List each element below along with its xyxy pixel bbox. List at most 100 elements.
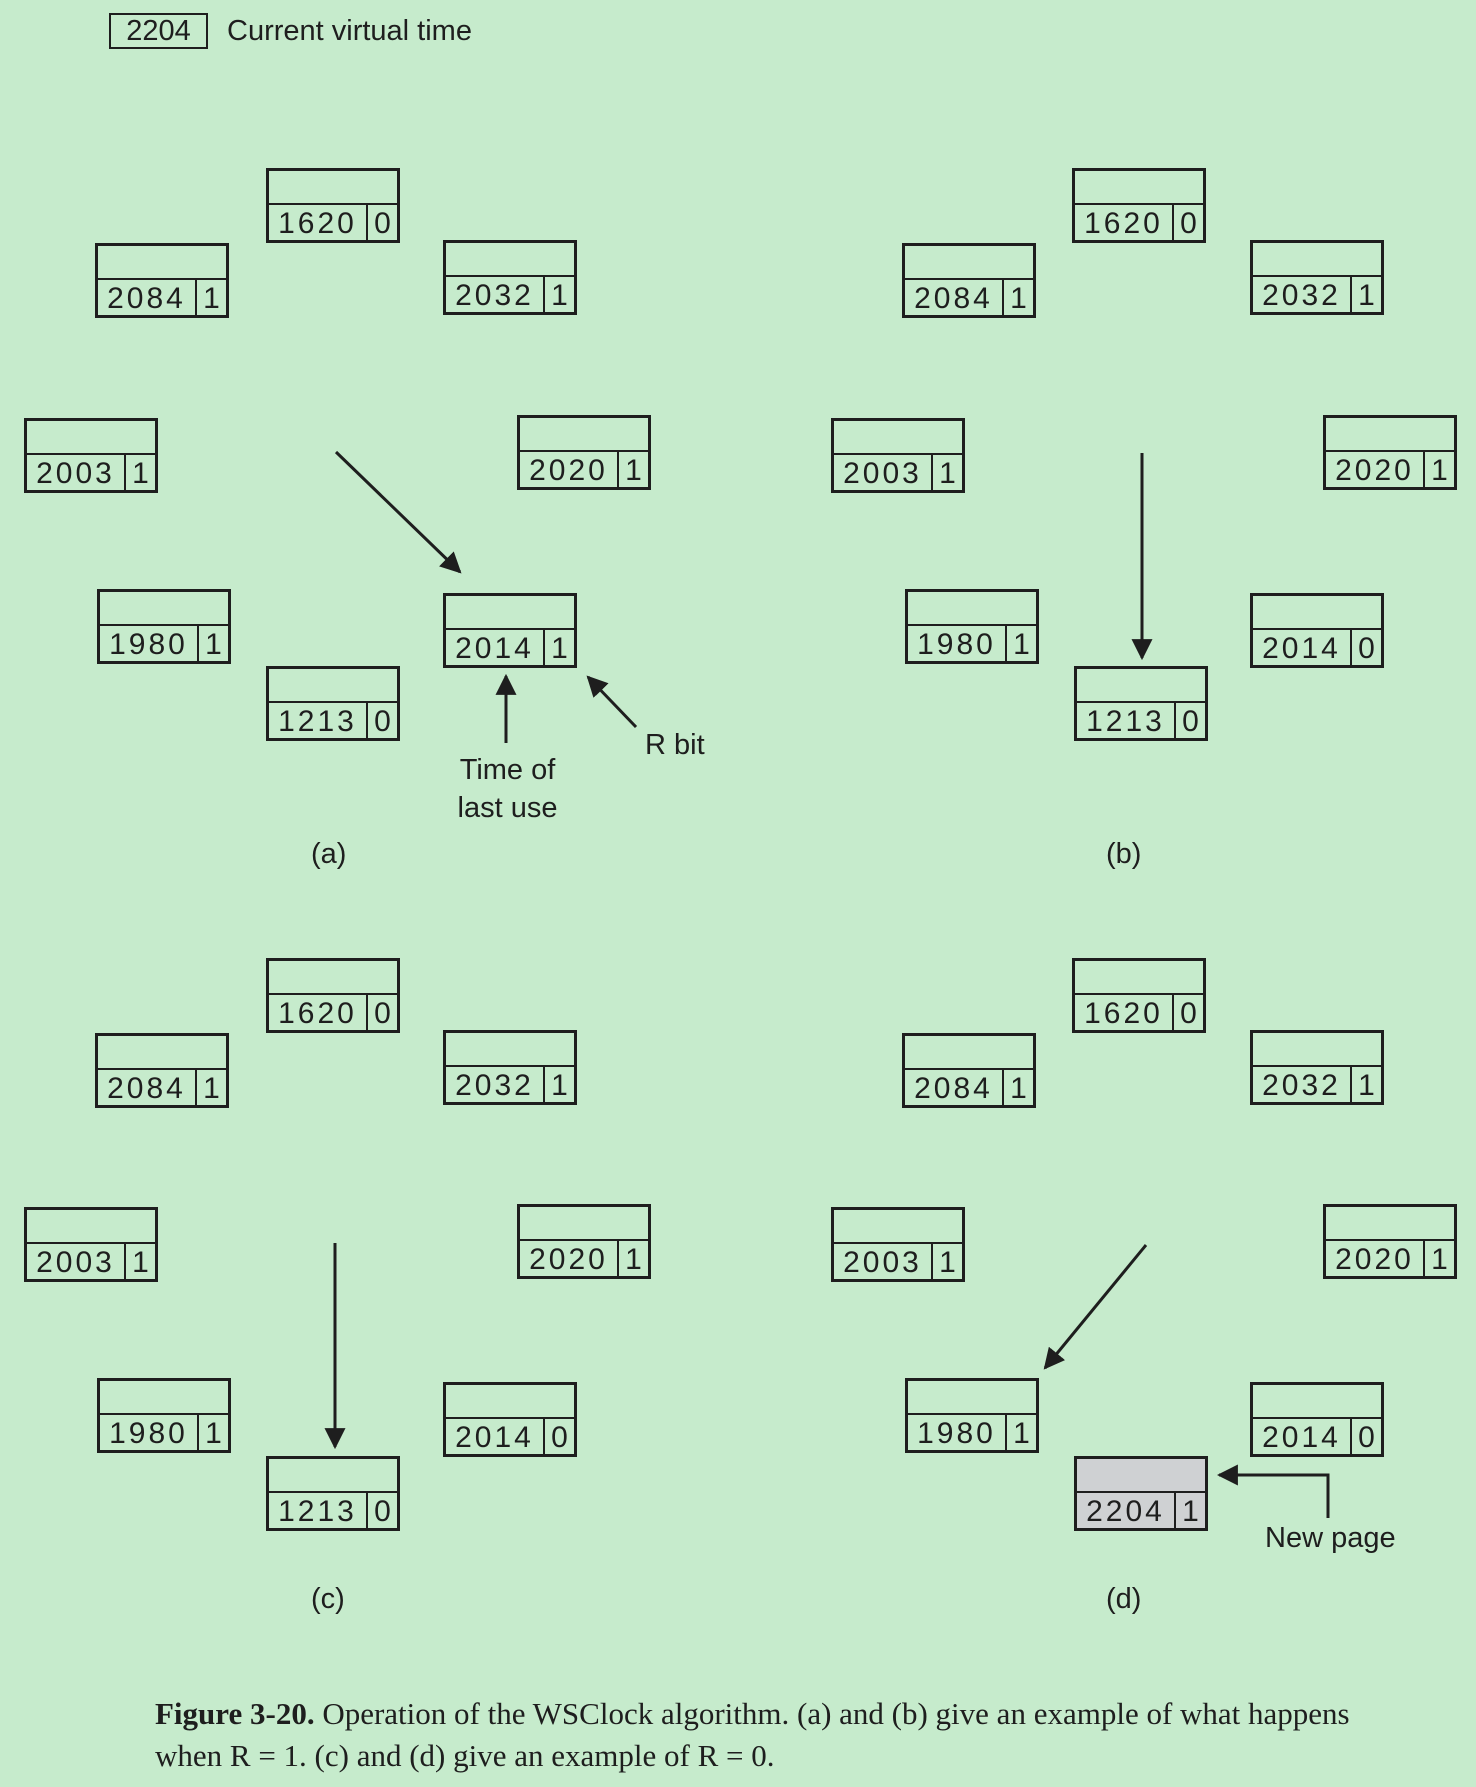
page-time: 1620 [1075, 995, 1174, 1030]
panel-label: (b) [1106, 838, 1142, 870]
page-time: 1213 [269, 703, 368, 738]
page-r-bit: 1 [1010, 1072, 1027, 1105]
page-r-bit: 1 [1358, 1069, 1375, 1102]
page-r-bit: 1 [1431, 454, 1448, 487]
page-time: 2032 [446, 277, 545, 312]
page-r-bit: 0 [1182, 705, 1199, 738]
page-time: 1980 [100, 626, 199, 661]
page-r-bit: 1 [1010, 282, 1027, 315]
page-time: 2003 [27, 1244, 126, 1279]
clock-hand-a [334, 450, 462, 574]
page-r-bit: 0 [374, 1495, 391, 1528]
page-r-bit: 1 [1013, 1417, 1030, 1450]
page-time: 1620 [1075, 205, 1174, 240]
page-time: 1980 [100, 1415, 199, 1450]
caption-text: Operation of the WSClock algorithm. (a) … [155, 1696, 1350, 1773]
page-time: 1620 [269, 995, 368, 1030]
figure-caption: Figure 3-20. Operation of the WSClock al… [155, 1693, 1405, 1777]
page-r-bit: 0 [374, 997, 391, 1030]
page-r-bit: 1 [551, 1069, 568, 1102]
page-time: 2003 [834, 1244, 933, 1279]
r-bit-label: R bit [645, 729, 705, 761]
page-r-bit: 1 [132, 1246, 149, 1279]
clock-hand-d [1043, 1244, 1148, 1370]
page-time: 2084 [98, 280, 197, 315]
panel-label: (c) [311, 1583, 345, 1615]
page-time: 2020 [520, 1241, 619, 1276]
page-r-bit: 1 [1431, 1243, 1448, 1276]
page-time: 2032 [446, 1067, 545, 1102]
page-time: 2032 [1253, 277, 1352, 312]
time-of-last-use-line1: Time of [459, 754, 556, 786]
page-r-bit: 0 [1358, 1421, 1375, 1454]
page-r-bit: 1 [132, 457, 149, 490]
page-r-bit: 1 [205, 628, 222, 661]
page-time: 1980 [908, 626, 1007, 661]
page-r-bit: 1 [625, 454, 642, 487]
page-r-bit: 0 [374, 705, 391, 738]
page-r-bit: 0 [374, 207, 391, 240]
page-time: 2020 [520, 452, 619, 487]
caption-figure-number: Figure 3-20. [155, 1696, 315, 1731]
time-of-last-use-label: Time of last use [430, 751, 585, 827]
page-time: 1213 [1077, 703, 1176, 738]
page-time: 1980 [908, 1415, 1007, 1450]
page-r-bit: 1 [1182, 1495, 1199, 1528]
page-r-bit: 1 [1013, 628, 1030, 661]
page-time: 2014 [446, 630, 545, 665]
page-r-bit: 0 [1180, 997, 1197, 1030]
page-time: 2014 [446, 1419, 545, 1454]
page-time: 1620 [269, 205, 368, 240]
current-virtual-time-label: Current virtual time [227, 15, 472, 47]
page-time: 2084 [905, 1070, 1004, 1105]
page-r-bit: 1 [551, 279, 568, 312]
page-r-bit: 1 [203, 282, 220, 315]
page-r-bit: 1 [551, 632, 568, 665]
panel-label: (a) [311, 838, 347, 870]
page-time: 2084 [905, 280, 1004, 315]
page-r-bit: 0 [551, 1421, 568, 1454]
page-r-bit: 1 [1358, 279, 1375, 312]
page-r-bit: 0 [1358, 632, 1375, 665]
panel-label: (d) [1106, 1583, 1142, 1615]
page-r-bit: 1 [625, 1243, 642, 1276]
new-page-label: New page [1265, 1522, 1396, 1554]
page-time: 2020 [1326, 452, 1425, 487]
page-r-bit: 1 [203, 1072, 220, 1105]
page-r-bit: 1 [939, 1246, 956, 1279]
page-time: 2003 [834, 455, 933, 490]
page-time: 2014 [1253, 1419, 1352, 1454]
page-time: 2014 [1253, 630, 1352, 665]
new-page-pointer-arrow [1216, 1464, 1330, 1518]
current-virtual-time-value: 2204 [109, 13, 208, 49]
page-time: 2003 [27, 455, 126, 490]
page-time: 1213 [269, 1493, 368, 1528]
page-r-bit: 0 [1180, 207, 1197, 240]
